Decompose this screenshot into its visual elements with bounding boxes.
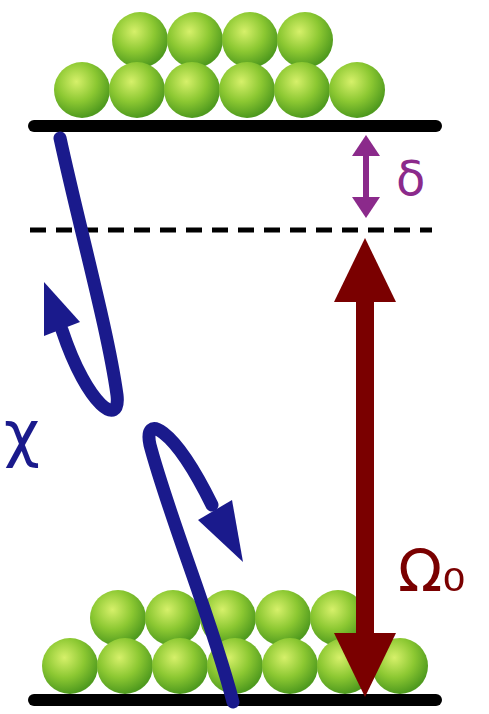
atom	[164, 62, 220, 118]
atom	[274, 62, 330, 118]
atom	[42, 638, 98, 694]
virtual-level	[30, 228, 432, 233]
atom	[262, 638, 318, 694]
atom	[219, 62, 275, 118]
atom	[152, 638, 208, 694]
atom	[167, 12, 223, 68]
upper-level	[28, 120, 442, 132]
atom	[109, 62, 165, 118]
atom	[329, 62, 385, 118]
rabi-frequency-symbol: Ω₀	[398, 540, 466, 604]
atom	[222, 12, 278, 68]
atom	[112, 12, 168, 68]
interaction-symbol: χ	[4, 400, 40, 468]
interaction-arrows	[44, 138, 243, 702]
atom	[255, 590, 311, 646]
atom	[54, 62, 110, 118]
atom	[145, 590, 201, 646]
detuning-arrow	[352, 135, 380, 218]
rabi-arrow	[334, 238, 396, 697]
atom	[90, 590, 146, 646]
detuning-symbol: δ	[396, 152, 425, 205]
atom-cloud	[42, 12, 428, 694]
atom	[277, 12, 333, 68]
atom	[97, 638, 153, 694]
